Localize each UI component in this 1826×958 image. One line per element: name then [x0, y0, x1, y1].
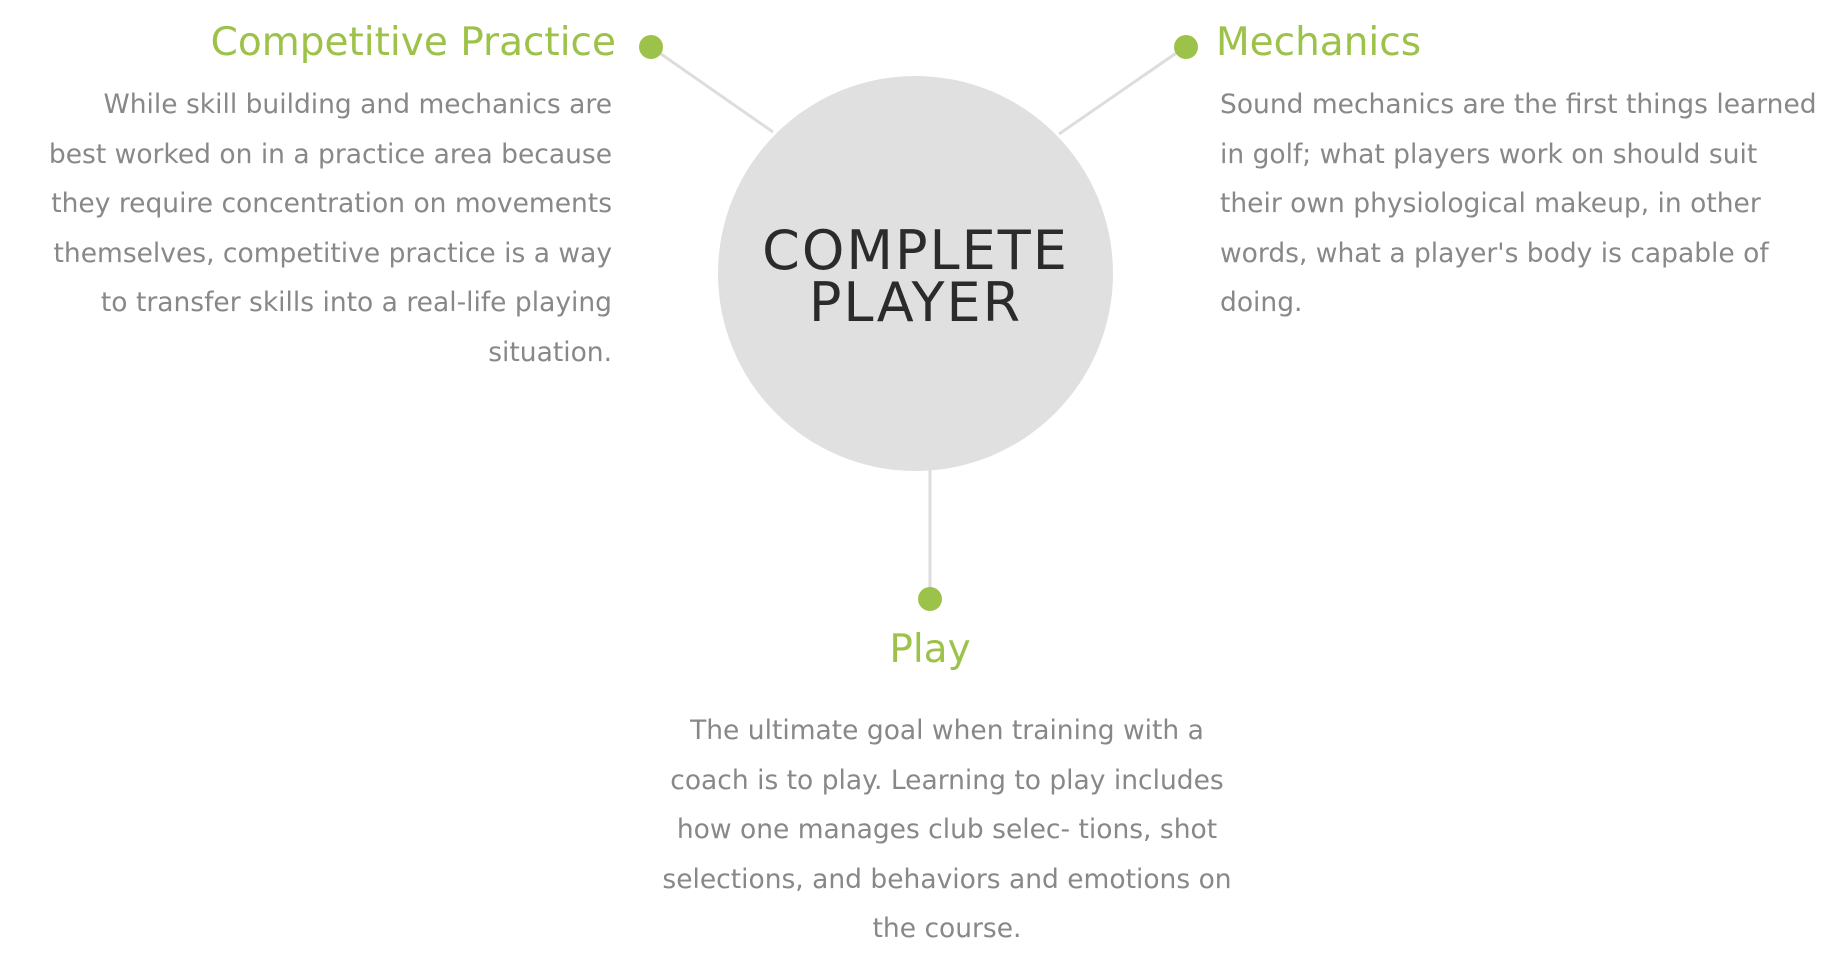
- connector-dot-play: [918, 587, 942, 611]
- connector-dot-competitive-practice: [639, 35, 663, 59]
- mechanics-description: Sound mechanics are the first things lea…: [1220, 89, 1817, 318]
- competitive-practice-description: While skill building and mechanics are b…: [48, 89, 612, 368]
- connector-line-competitive-practice: [650, 45, 774, 134]
- complete-player-circle: COMPLETE PLAYER: [718, 76, 1113, 471]
- center-title: COMPLETE PLAYER: [726, 218, 1106, 334]
- connector-line-mechanics: [1058, 45, 1186, 136]
- connector-dot-mechanics: [1174, 35, 1198, 59]
- play-description: The ultimate goal when training with a c…: [662, 715, 1232, 944]
- play-title: Play: [889, 627, 971, 672]
- competitive-practice-title: Competitive Practice: [210, 20, 616, 65]
- center-title-line-2: PLAYER: [808, 270, 1023, 334]
- mechanics-title: Mechanics: [1216, 20, 1422, 65]
- center-title-line-1: COMPLETE: [762, 218, 1069, 282]
